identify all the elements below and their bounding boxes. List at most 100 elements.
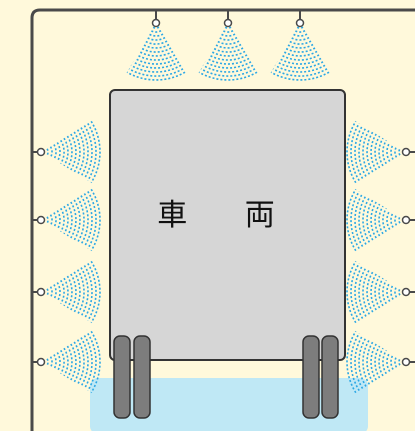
spray-arc <box>83 335 93 389</box>
spray-arc <box>60 207 65 233</box>
spray-arc <box>382 349 387 375</box>
nozzle-head <box>295 18 305 28</box>
spray-arc <box>346 260 357 324</box>
nozzle-head <box>223 18 233 28</box>
nozzle <box>295 10 305 28</box>
spray-arc <box>354 125 364 179</box>
spray-arc <box>390 212 394 228</box>
spray-arc <box>290 36 310 41</box>
spray-arc <box>144 40 168 45</box>
spray-arc <box>80 267 89 317</box>
spray-arc <box>286 43 314 49</box>
spray-arc <box>274 64 326 73</box>
spray-arc <box>136 54 176 61</box>
nozzle-head <box>36 215 46 225</box>
spray-arc <box>398 216 401 224</box>
nozzle-head <box>36 287 46 297</box>
spray-fan <box>346 188 401 252</box>
spray-arc <box>150 29 162 33</box>
spray-arc <box>346 120 357 184</box>
left-wheels <box>113 335 151 419</box>
spray-arc <box>204 61 252 69</box>
spray-arc <box>80 127 89 177</box>
spray-arc <box>284 47 316 53</box>
spray-arc <box>366 131 374 173</box>
spray-arc <box>53 144 57 160</box>
nozzle-head <box>36 357 46 367</box>
spray-arc <box>346 188 357 252</box>
spray-arc <box>354 193 364 247</box>
spray-arc <box>220 33 236 37</box>
spray-arc <box>76 269 85 315</box>
spray-arc <box>56 352 61 372</box>
spray-arc <box>76 339 85 385</box>
spray-arc <box>212 47 244 53</box>
spray-arc <box>218 36 238 41</box>
floor-pad <box>90 378 368 431</box>
spray-arc <box>46 148 49 156</box>
spray-arc <box>56 210 61 230</box>
spray-arc <box>394 356 398 368</box>
spray-arc <box>208 54 248 61</box>
nozzle-head <box>401 287 411 297</box>
spray-arc <box>132 61 180 69</box>
spray-arc <box>146 36 166 41</box>
wheel <box>302 335 320 419</box>
spray-arc <box>66 203 73 237</box>
spray-arc <box>394 286 398 298</box>
spray-arc <box>386 352 391 372</box>
spray-arc <box>382 207 387 233</box>
spray-arc <box>216 40 240 45</box>
spray-arc <box>296 26 304 29</box>
spray-arc <box>76 197 85 243</box>
top-spray-nozzles <box>126 10 330 81</box>
spray-arc <box>83 265 93 319</box>
nozzle <box>151 10 161 28</box>
spray-arc <box>272 68 328 77</box>
spray-arc <box>46 288 49 296</box>
spray-arc <box>49 286 53 298</box>
spray-arc <box>294 29 306 33</box>
spray-arc <box>224 26 232 29</box>
spray-arc <box>366 271 374 313</box>
spray-arc <box>128 68 184 77</box>
spray-arc <box>382 279 387 305</box>
spray-arc <box>292 33 308 37</box>
spray-arc <box>288 40 312 45</box>
spray-fan <box>346 260 401 324</box>
spray-arc <box>390 144 394 160</box>
nozzle-head <box>36 147 46 157</box>
spray-arc <box>362 269 371 315</box>
spray-arc <box>354 265 364 319</box>
spray-arc <box>354 335 364 389</box>
nozzle-head <box>401 147 411 157</box>
nozzle <box>32 357 46 367</box>
spray-arc <box>90 330 101 394</box>
left-spray-nozzles <box>32 120 101 394</box>
spray-arc <box>49 214 53 226</box>
wheel <box>133 335 151 419</box>
nozzle <box>401 287 415 297</box>
nozzle <box>223 10 233 28</box>
spray-arc <box>66 275 73 309</box>
spray-arc <box>73 341 81 383</box>
spray-arc <box>73 199 81 241</box>
nozzle-head <box>401 215 411 225</box>
spray-arc <box>398 288 401 296</box>
spray-arc <box>46 216 49 224</box>
spray-arc <box>206 57 250 65</box>
spray-arc <box>214 43 242 49</box>
spray-arc <box>282 50 318 57</box>
spray-fan <box>126 26 186 81</box>
right-wheels <box>302 335 339 419</box>
spray-arc <box>140 47 172 53</box>
spray-arc <box>152 26 160 29</box>
spray-arc <box>390 354 394 370</box>
spray-arc <box>80 337 89 387</box>
spray-arc <box>366 199 374 241</box>
spray-arc <box>278 57 322 65</box>
spray-arc <box>73 271 81 313</box>
spray-arc <box>394 146 398 158</box>
nozzle <box>401 215 415 225</box>
